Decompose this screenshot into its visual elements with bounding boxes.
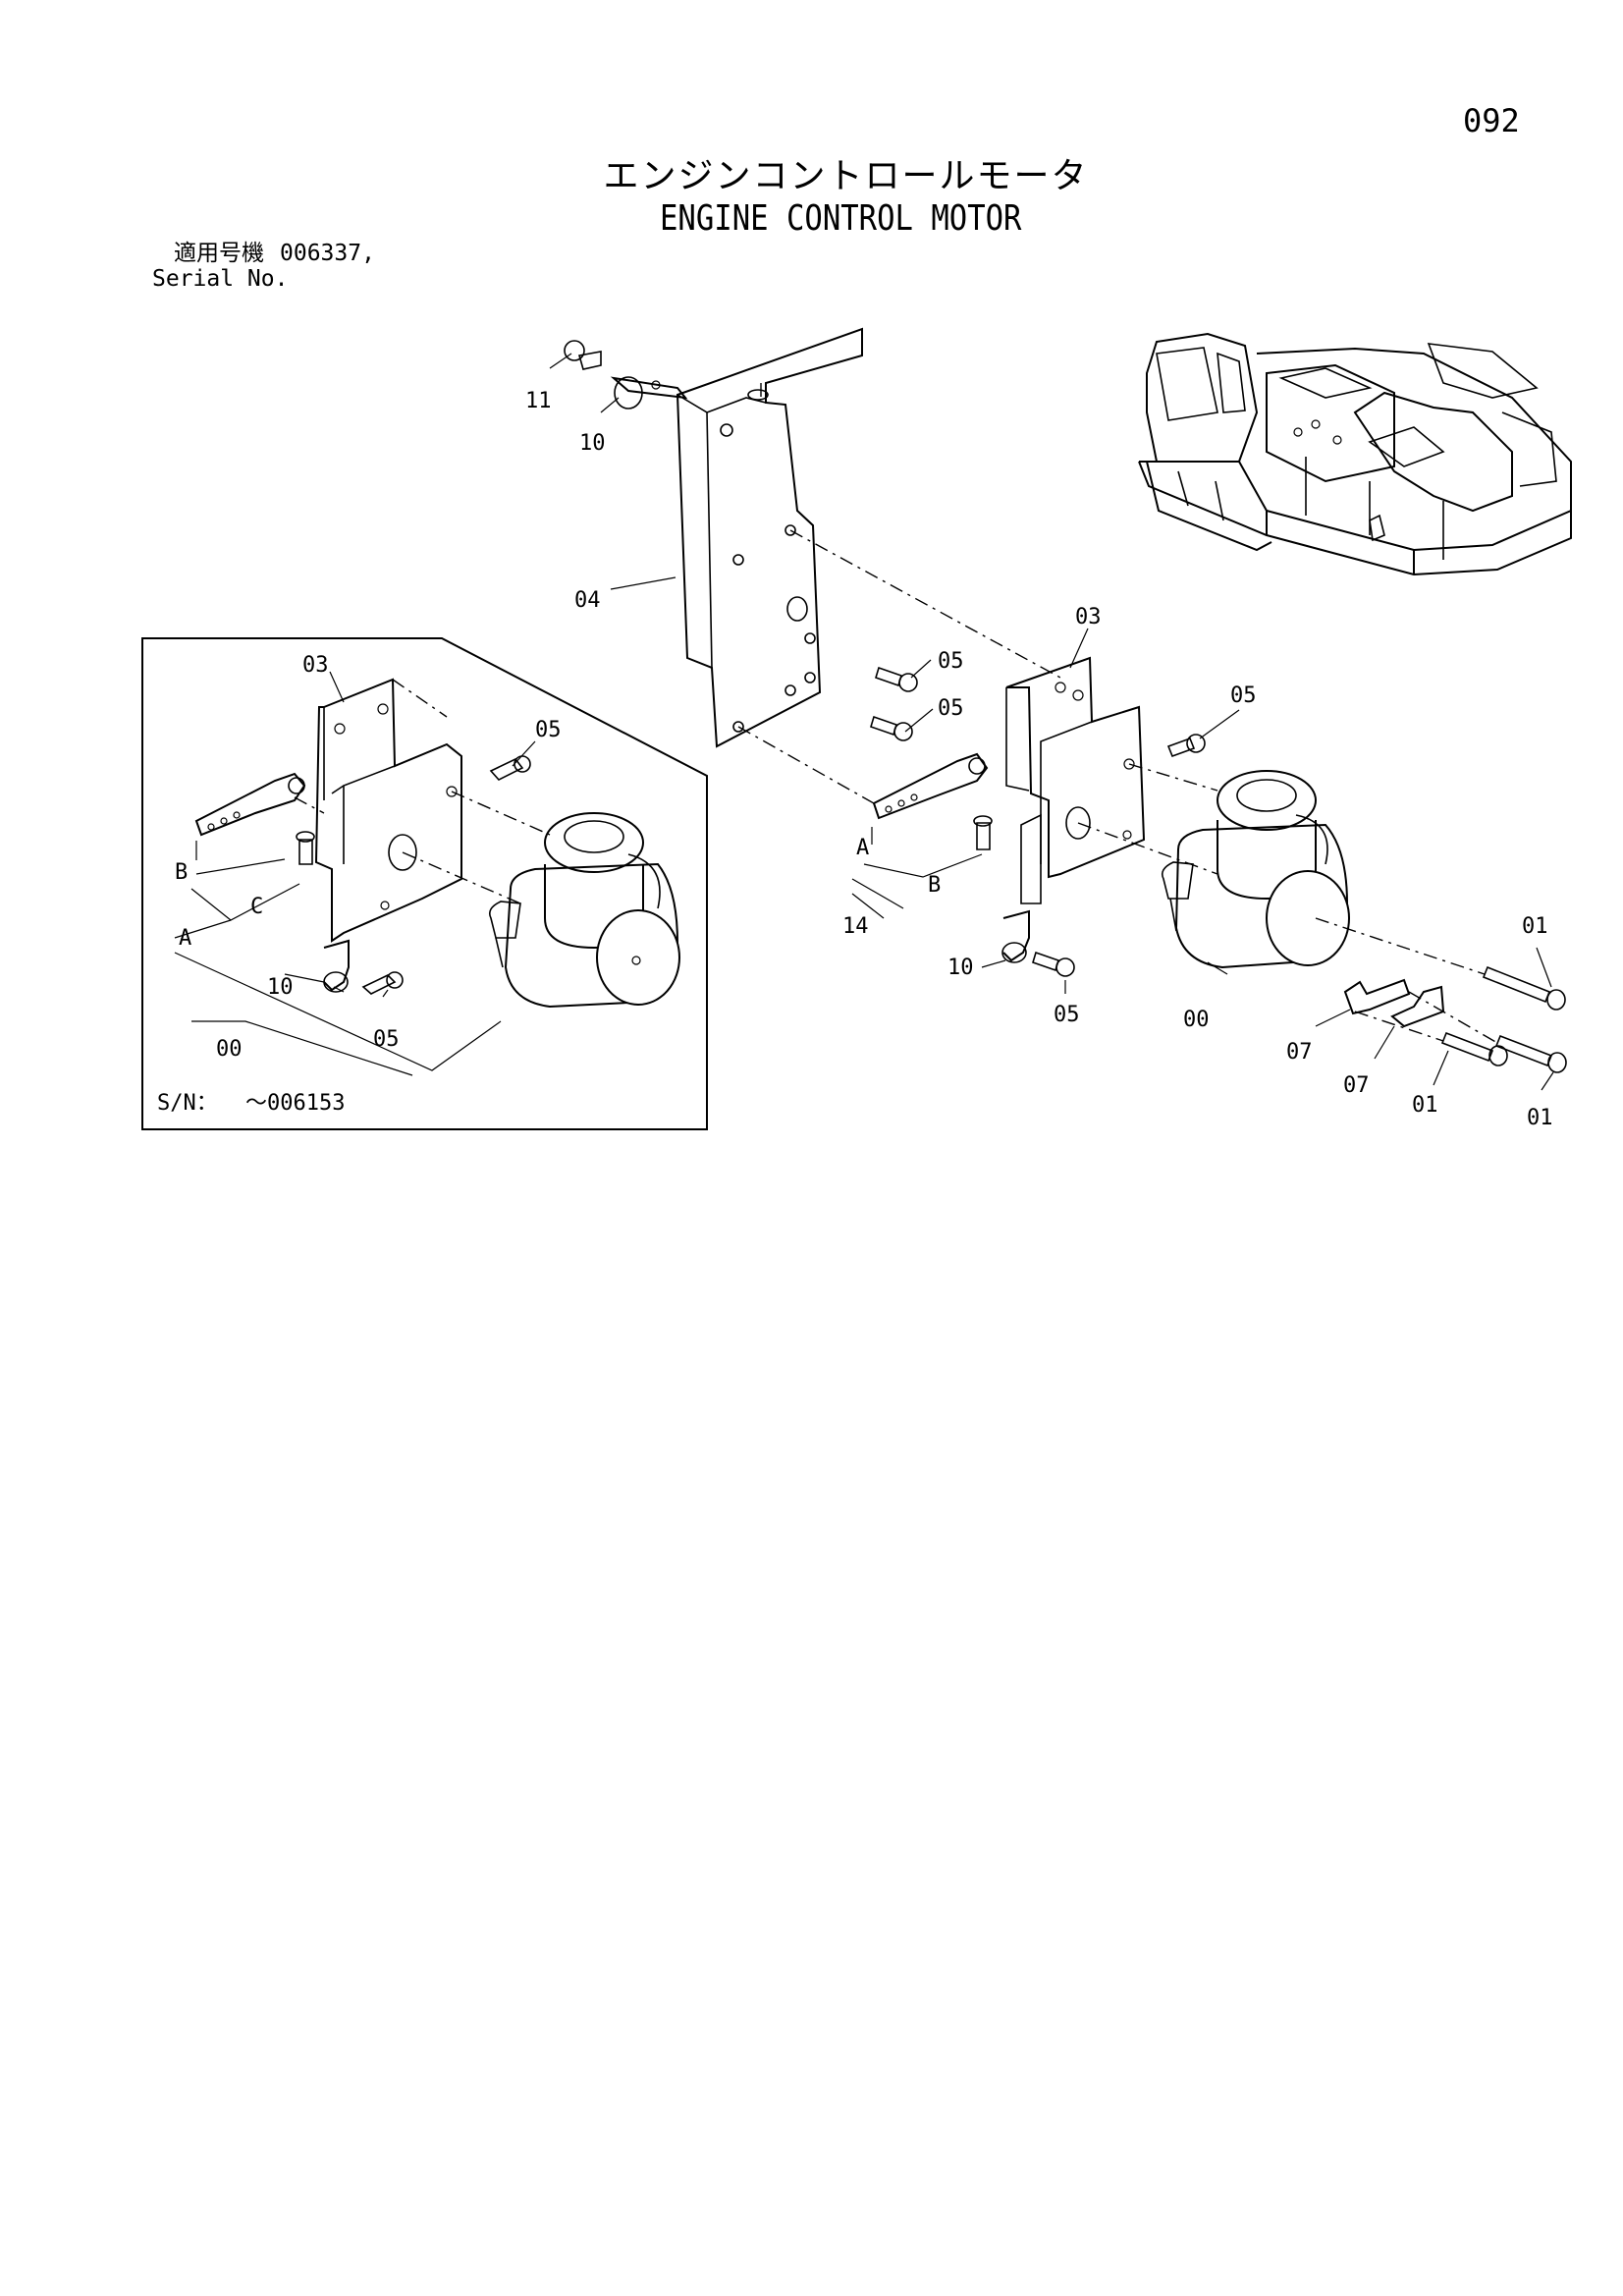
part-03-bracket-main: [1005, 656, 1146, 904]
callout-05-mid-b: 05: [938, 696, 964, 721]
callout-b-main: B: [928, 873, 941, 898]
callout-00-inset: 00: [216, 1037, 243, 1062]
part-lever-arm-main: [872, 752, 993, 850]
part-10-clamp-main: [1001, 909, 1030, 963]
part-01-bolts: [1440, 965, 1567, 1073]
part-07-stays: [1343, 978, 1445, 1028]
callout-10-main: 10: [947, 956, 974, 980]
callout-03-inset: 03: [302, 653, 329, 678]
callout-03-main: 03: [1075, 605, 1102, 629]
callout-04: 04: [574, 588, 601, 613]
callout-05-right: 05: [1230, 683, 1257, 708]
part-11-bolt: [564, 340, 602, 370]
callout-11: 11: [525, 389, 552, 413]
callout-07-a: 07: [1286, 1040, 1313, 1065]
callout-10-top: 10: [579, 431, 606, 456]
callout-00-main: 00: [1183, 1008, 1210, 1032]
callout-10-inset: 10: [267, 975, 294, 1000]
callout-a-inset: A: [179, 926, 191, 951]
callout-b-inset: B: [175, 860, 188, 885]
callout-a-main: A: [856, 836, 869, 860]
bolts-05-main: [870, 666, 1206, 977]
callout-01-c: 01: [1527, 1106, 1553, 1130]
callout-14: 14: [842, 914, 869, 939]
title-english: ENGINE CONTROL MOTOR: [660, 198, 1022, 239]
callout-01-a: 01: [1522, 914, 1548, 939]
part-00-motor-main: [1161, 770, 1350, 969]
inset-sn-value: ～006153: [245, 1091, 345, 1116]
callout-01-b: 01: [1412, 1093, 1438, 1118]
callout-05-inset-b: 05: [373, 1027, 400, 1052]
serial-label-en: Serial No.: [152, 266, 289, 292]
callout-05-inset-a: 05: [535, 718, 562, 742]
excavator-overview-illustration: [1138, 332, 1572, 576]
callout-07-b: 07: [1343, 1073, 1370, 1098]
serial-label-jp: 適用号機: [174, 241, 264, 266]
assembly-center-lines: [737, 383, 1498, 1044]
callout-05-main-low: 05: [1054, 1003, 1080, 1027]
serial-block: 適用号機 006337, Serial No.: [152, 241, 375, 292]
callout-05-mid-a: 05: [938, 649, 964, 674]
part-04-bracket: [676, 327, 863, 748]
callout-c-inset: C: [250, 895, 263, 919]
callout-leaders: [549, 353, 1554, 1091]
inset-old-version: [141, 637, 708, 1130]
serial-value: 006337,: [280, 241, 375, 266]
title-japanese: エンジンコントロールモータ: [603, 156, 1089, 196]
inset-sn-label: S/N：: [157, 1091, 218, 1116]
page-number: 092: [1463, 102, 1520, 139]
part-10-clamp-top: [610, 376, 688, 410]
